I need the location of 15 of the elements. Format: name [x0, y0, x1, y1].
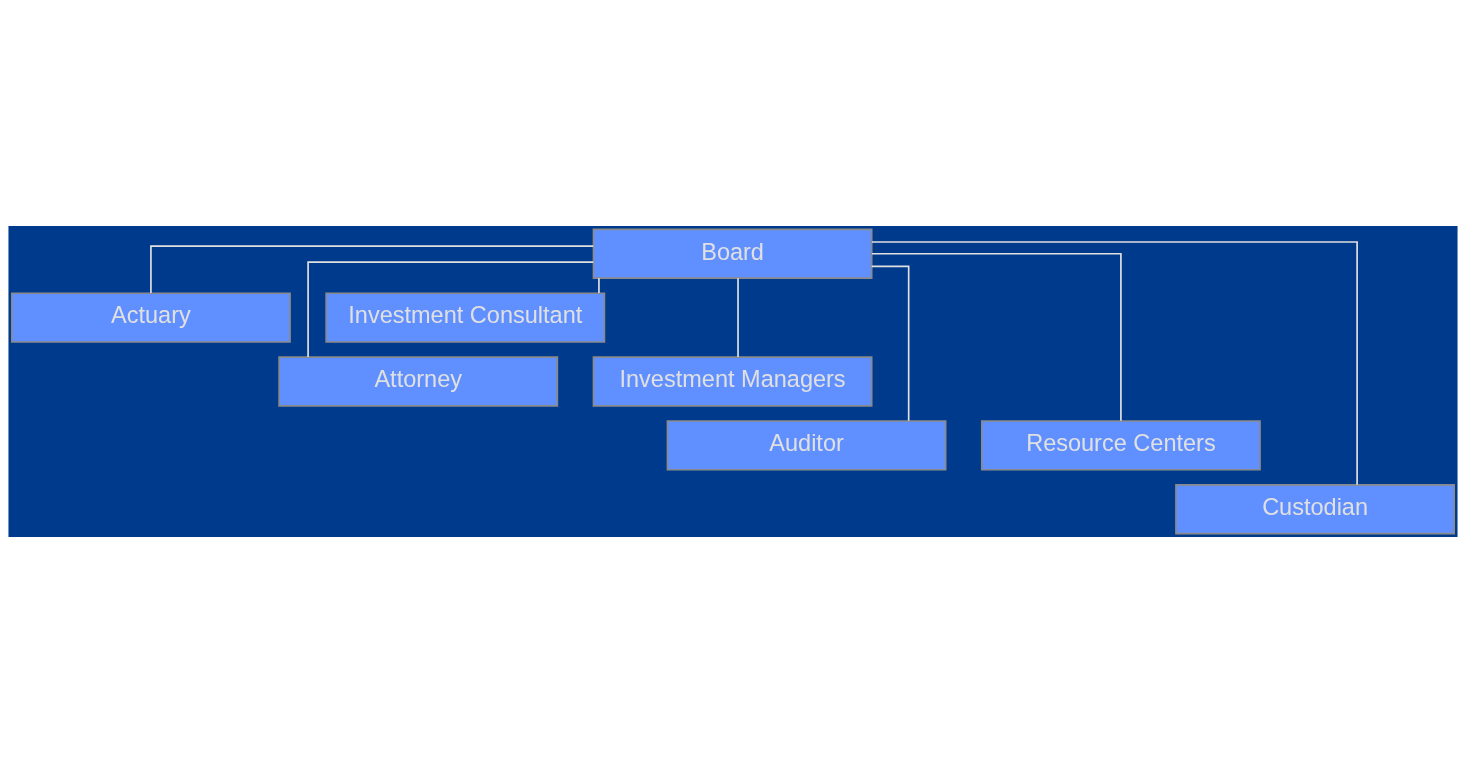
connector	[307, 261, 595, 358]
connector	[871, 252, 1122, 422]
node-box: Actuary	[11, 292, 291, 343]
connector	[150, 245, 595, 294]
node-box: Resource Centers	[980, 420, 1261, 471]
connector	[871, 241, 1358, 486]
connector	[737, 277, 739, 358]
node-box: Investment Consultant	[325, 292, 606, 343]
connector	[870, 265, 910, 422]
node-box: Investment Managers	[592, 356, 873, 407]
node-box: Custodian	[1175, 484, 1455, 535]
node-box: Board	[592, 228, 873, 279]
node-box: Auditor	[666, 420, 947, 471]
connector	[598, 277, 600, 294]
node-box: Attorney	[278, 356, 559, 407]
